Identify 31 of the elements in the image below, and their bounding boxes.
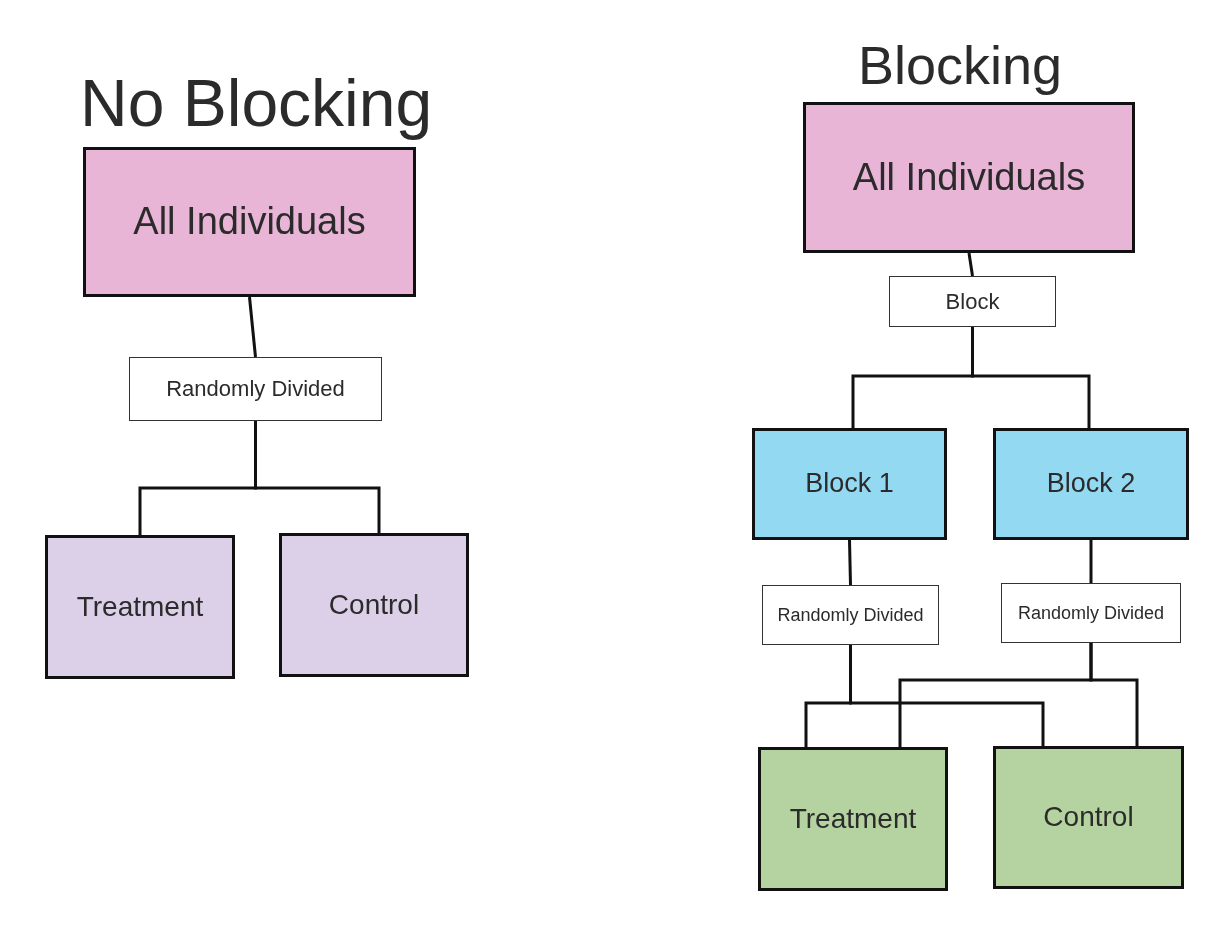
group-box (803, 102, 1135, 253)
connector-line (971, 327, 1091, 428)
connector-line (1089, 643, 1139, 746)
connector-line (967, 252, 974, 277)
group-box (993, 746, 1184, 889)
block-box (993, 428, 1189, 540)
node-label: All Individuals (851, 155, 1087, 200)
node-label: Block 2 (1045, 468, 1137, 500)
step-label-box (129, 357, 382, 421)
group-box (279, 533, 469, 677)
node-label: All Individuals (132, 200, 367, 244)
node-label: Treatment (75, 590, 205, 624)
node-label: Block 1 (804, 468, 895, 500)
node-label: Randomly Divided (1016, 602, 1166, 624)
group-box (758, 747, 948, 891)
node-label: Control (1042, 801, 1135, 834)
block-box (752, 428, 947, 540)
node-label: Randomly Divided (165, 376, 346, 402)
node-label: Block (944, 288, 1001, 315)
connector-line (248, 296, 257, 358)
connector-line (848, 539, 852, 586)
group-box (45, 535, 235, 679)
step-label-box (889, 276, 1056, 327)
connector-line (1089, 540, 1093, 583)
node-label: Control (327, 588, 421, 622)
group-box (83, 147, 416, 297)
node-label: Randomly Divided (776, 604, 925, 626)
step-label-box (762, 585, 939, 645)
step-label-box (1001, 583, 1181, 643)
connector-line (254, 421, 381, 533)
node-label: Treatment (788, 802, 918, 836)
